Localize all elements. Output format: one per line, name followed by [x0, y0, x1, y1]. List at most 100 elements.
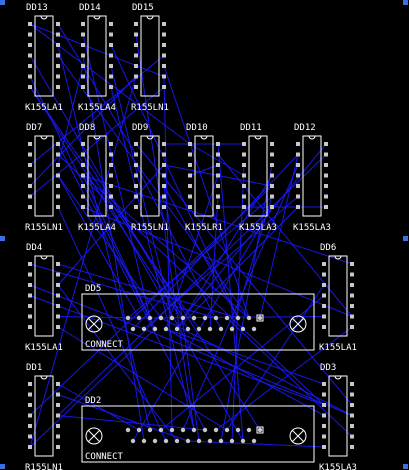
chip-pin [28, 142, 32, 146]
chip-pin [270, 163, 274, 167]
ratsnest-wire [29, 23, 165, 77]
chip-outline [140, 15, 160, 97]
ratsnest-wire [82, 34, 151, 319]
chip-pin [28, 445, 32, 449]
chip-pin [81, 85, 85, 89]
chip-pin [324, 194, 328, 199]
chip-pin [188, 184, 192, 188]
ratsnest-wire [182, 164, 299, 431]
connector-outline [81, 405, 315, 463]
chip-pin [322, 392, 326, 397]
ratsnest-wire [57, 284, 178, 442]
chip-ref-label: DD7 [26, 123, 42, 133]
chip-pin [216, 142, 220, 146]
chip-pin [28, 194, 32, 199]
chip-pin [134, 22, 138, 26]
chip-pin [28, 43, 32, 47]
connector-pin [136, 427, 142, 433]
ratsnest-layer [29, 23, 353, 448]
chip-pin [162, 74, 166, 79]
chip-pin [28, 163, 32, 167]
chip-pin [134, 53, 138, 58]
chip-notch [146, 15, 154, 20]
ratsnest-wire [189, 143, 245, 176]
mounting-hole [85, 427, 103, 445]
chip-pin [56, 32, 60, 37]
chip-pin [134, 64, 138, 68]
ratsnest-wire [143, 328, 353, 416]
chip-part-label: R155LN1 [131, 103, 169, 113]
connector-pin [141, 326, 147, 332]
chip-pin [109, 64, 113, 68]
connector-pin [191, 315, 197, 321]
connector-pin [196, 326, 202, 332]
chip-pin [109, 184, 113, 188]
ratsnest-wire [57, 154, 325, 406]
chip-pin [324, 184, 328, 188]
chip-outline [194, 135, 214, 217]
chip-pin [242, 184, 246, 188]
chip-pin [28, 184, 32, 188]
chip-outline [302, 135, 322, 217]
chip-ref-label: DD3 [320, 363, 336, 373]
chip-pin [56, 434, 60, 439]
ratsnest-wire [29, 76, 137, 187]
chip-pin [350, 434, 354, 439]
chip-pin [109, 163, 113, 167]
ratsnest-wire [259, 154, 299, 319]
chip-pin [134, 85, 138, 89]
connector-pin [207, 438, 213, 444]
chip-pin [109, 74, 113, 79]
mounting-hole [289, 427, 307, 445]
chip-pin [162, 142, 166, 146]
chip-outline [34, 255, 54, 337]
chip-part-label: R155LN1 [131, 223, 169, 233]
chip-pin [28, 304, 32, 308]
chip-ref-label: DD4 [26, 243, 42, 253]
ratsnest-wire [135, 34, 195, 431]
chip-pin [216, 194, 220, 199]
chip-pin [28, 173, 32, 178]
connector-pin [185, 326, 191, 332]
chip-pin [324, 152, 328, 157]
mounting-hole [289, 315, 307, 333]
chip-pin [242, 173, 246, 178]
ratsnest-wire [82, 175, 353, 265]
chip-pin [216, 163, 220, 167]
chip-pin [134, 32, 138, 37]
connector-pin [174, 326, 180, 332]
ratsnest-wire [57, 23, 137, 155]
ratsnest-wire [82, 206, 353, 317]
board-corner-mark [403, 0, 408, 5]
chip-pin [296, 142, 300, 146]
ratsnest-wire [127, 196, 273, 319]
chip-pin [322, 272, 326, 277]
chip-pin [28, 22, 32, 26]
chip-pin [109, 142, 113, 146]
connector-pin [218, 326, 224, 332]
chip-pin [56, 413, 60, 418]
chip-pin [188, 163, 192, 167]
ratsnest-wire [165, 328, 325, 385]
chip-pin [81, 194, 85, 199]
chip-ref-label: DD14 [79, 3, 101, 13]
connector-pin [257, 315, 263, 321]
ratsnest-wire [163, 185, 239, 319]
chip-pin [56, 74, 60, 79]
chip-pin [134, 142, 138, 146]
chip-pin [81, 152, 85, 157]
chip-pin [81, 205, 85, 209]
ratsnest-wire [135, 164, 222, 330]
chip-pin [350, 424, 354, 428]
connector-pin [125, 427, 131, 433]
chip-pin [109, 32, 113, 37]
chip-ref-label: DD9 [132, 123, 148, 133]
chip-pin [162, 152, 166, 157]
connector-pin [224, 427, 230, 433]
chip-notch [200, 135, 208, 140]
chip-pin [242, 194, 246, 199]
